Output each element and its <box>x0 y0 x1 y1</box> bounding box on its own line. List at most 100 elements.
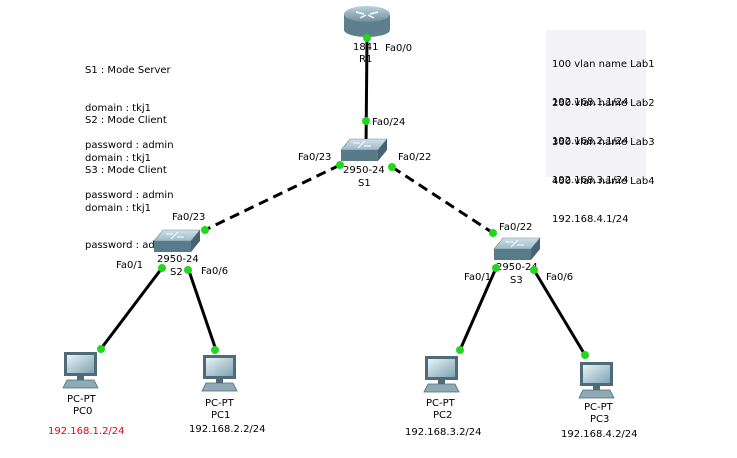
s1-port-right-label: Fa0/22 <box>398 152 431 163</box>
port-dot <box>489 229 497 237</box>
port-dot <box>362 117 370 125</box>
pc3-ip-label: 192.168.4.2/24 <box>561 429 638 440</box>
port-dot <box>581 351 589 359</box>
pc0-type-label: PC-PT <box>67 394 97 405</box>
note-s3-line: domain : tkj1 <box>85 202 152 214</box>
pc-screen <box>428 359 455 377</box>
pc1-ip-label: 192.168.2.2/24 <box>189 424 266 435</box>
switch-front <box>494 249 531 260</box>
pc-screen <box>583 365 610 383</box>
pc-screen <box>206 358 233 376</box>
note-s3-line: S3 : Mode Client <box>85 165 167 176</box>
s3-port-pc3-label: Fa0/6 <box>546 272 573 283</box>
port-dot <box>336 161 344 169</box>
link-s2-pc1[interactable] <box>186 267 218 351</box>
link-s3-pc2[interactable] <box>458 267 498 351</box>
pc-pc1[interactable] <box>201 355 238 392</box>
vlan-lab2-ip: 192.168.2.1/24 <box>552 135 629 147</box>
pc2-name-label: PC2 <box>433 410 452 421</box>
pc-keyboard <box>578 389 615 399</box>
s1-model-label: 2950-24 <box>343 165 385 176</box>
pc-pc2[interactable] <box>423 356 460 393</box>
pc3-type-label: PC-PT <box>584 402 614 413</box>
pc-stand <box>593 386 600 390</box>
pc-pc0[interactable] <box>62 352 99 389</box>
s3-port-pc2-label: Fa0/1 <box>464 272 491 283</box>
pc0-ip-label: 192.168.1.2/24 <box>48 426 125 437</box>
switch-side <box>191 230 200 252</box>
port-dot <box>158 264 166 272</box>
s3-model-label: 2950-24 <box>496 262 538 273</box>
pc-stand <box>77 376 84 380</box>
s3-port-up-label: Fa0/22 <box>499 222 532 233</box>
link-s1-s2[interactable] <box>204 163 341 232</box>
vlan-lab1-name: 100 vlan name Lab1 <box>552 59 655 70</box>
port-dot <box>97 345 105 353</box>
port-dot <box>492 264 500 272</box>
vlan-lab3-name: 300 vlan name Lab3 <box>552 137 655 148</box>
note-s1: S1 : Mode Server domain : tkj1 password … <box>85 40 174 165</box>
router-r1[interactable] <box>344 6 390 37</box>
note-s1-line: password : admin <box>85 140 174 151</box>
switch-s3[interactable] <box>493 237 541 260</box>
pc-keyboard <box>62 379 99 389</box>
r1-name-label: R1 <box>359 54 372 65</box>
switch-side <box>378 139 387 161</box>
switch-arrows-icon <box>353 140 371 149</box>
note-s2-line: password : admin <box>85 190 174 201</box>
switch-s2[interactable] <box>153 229 201 252</box>
port-dot <box>201 226 209 234</box>
vlan-lab4-ip: 192.168.4.1/24 <box>552 213 629 225</box>
vlan-lab3: 300 vlan name Lab3 192.168.3.1/24 <box>552 112 655 200</box>
switch-front <box>341 150 378 161</box>
router-bottom <box>344 23 390 37</box>
vlan-lab3-ip: 192.168.3.1/24 <box>552 174 629 186</box>
port-dot <box>530 266 538 274</box>
switch-arrows-icon <box>506 239 524 248</box>
r1-port-label: Fa0/0 <box>385 43 412 54</box>
port-dot <box>363 34 371 42</box>
pc-stand <box>438 380 445 384</box>
s3-name-label: S3 <box>510 275 523 286</box>
pc-screen <box>67 355 94 373</box>
pc-stand <box>216 379 223 383</box>
note-s1-line: domain : tkj1 <box>85 102 152 114</box>
port-dot <box>184 266 192 274</box>
vlan-lab2-name: 200 vlan name Lab2 <box>552 98 655 109</box>
pc1-type-label: PC-PT <box>205 398 235 409</box>
note-s2-line: domain : tkj1 <box>85 152 152 164</box>
link-s3-pc3[interactable] <box>532 269 587 356</box>
switch-arrows-icon <box>166 231 184 240</box>
s2-port-up-label: Fa0/23 <box>172 212 205 223</box>
note-s2: S2 : Mode Client domain : tkj1 password … <box>85 90 174 215</box>
pc-pc3[interactable] <box>578 362 615 399</box>
pc0-name-label: PC0 <box>73 406 92 417</box>
link-s1-s3[interactable] <box>391 165 494 235</box>
s2-port-pc0-label: Fa0/1 <box>116 260 143 271</box>
router-top <box>344 6 390 22</box>
s2-port-pc1-label: Fa0/6 <box>201 266 228 277</box>
link-r1-s1[interactable] <box>364 37 369 149</box>
port-dot <box>388 163 396 171</box>
pc1-name-label: PC1 <box>211 410 230 421</box>
vlan-note-box <box>546 30 646 177</box>
vlan-lab2: 200 vlan name Lab2 192.168.2.1/24 <box>552 73 655 161</box>
s2-model-label: 2950-24 <box>157 254 199 265</box>
port-status-dots <box>97 34 589 359</box>
s2-name-label: S2 <box>170 267 183 278</box>
link-s2-pc0[interactable] <box>98 267 164 351</box>
pc-keyboard <box>423 383 460 393</box>
note-s2-line: S2 : Mode Client <box>85 115 167 126</box>
vlan-lab4-name: 400 vlan name Lab4 <box>552 176 655 187</box>
pc-keyboard <box>201 382 238 392</box>
vlan-lab1-ip: 192.168.1.1/24 <box>552 96 629 108</box>
port-dot <box>211 346 219 354</box>
switch-s1[interactable] <box>340 138 388 161</box>
vlan-lab1: 100 vlan name Lab1 192.168.1.1/24 <box>552 34 655 122</box>
vlan-lab4: 400 vlan name Lab4 192.168.4.1/24 <box>552 151 655 239</box>
note-s1-line: S1 : Mode Server <box>85 65 171 76</box>
switch-front <box>154 241 191 252</box>
s1-port-left-label: Fa0/23 <box>298 152 331 163</box>
pc3-name-label: PC3 <box>590 414 609 425</box>
